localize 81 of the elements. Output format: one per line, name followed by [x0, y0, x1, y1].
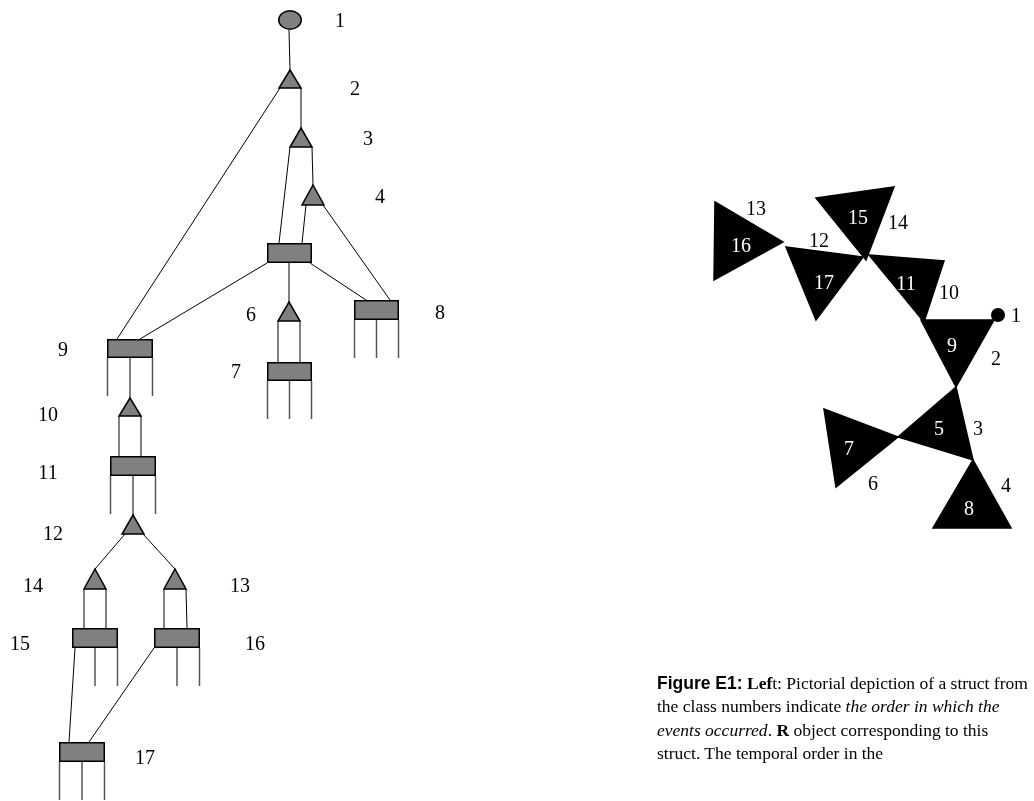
connector-line [139, 262, 268, 340]
triangle-number: 16 [731, 235, 751, 255]
event-triangle [290, 128, 312, 147]
callout-number: 10 [38, 404, 58, 424]
connector-line [300, 87, 302, 129]
event-triangle [278, 302, 300, 321]
connector-line [299, 320, 301, 363]
struct-rectangle [267, 243, 312, 263]
triangle-number: 11 [896, 273, 916, 293]
callout-number: 12 [43, 523, 63, 543]
callout-number: 11 [38, 462, 58, 482]
connector-line [68, 647, 76, 743]
callout-number: 4 [375, 186, 385, 206]
callout-number: 1 [335, 10, 345, 30]
struct-rectangle [72, 628, 118, 686]
callout-number: 3 [363, 128, 373, 148]
connector-line [288, 262, 290, 303]
vertex-number: 13 [746, 198, 766, 218]
connector-line [116, 87, 281, 340]
struct-rectangle [107, 339, 153, 396]
numbered-triangle [933, 460, 1011, 528]
callout-number: 8 [435, 302, 445, 322]
connector-line [142, 533, 176, 570]
connector-line [83, 588, 85, 629]
event-triangle [84, 569, 106, 589]
triangle-number: 8 [964, 498, 974, 518]
triangle-number: 17 [814, 272, 834, 292]
vertex-number: 12 [809, 230, 829, 250]
event-triangle [302, 185, 324, 205]
vertex-number: 10 [939, 282, 959, 302]
connector-line [322, 204, 391, 301]
vertex-number: 2 [991, 348, 1001, 368]
triangle-number: 9 [947, 335, 957, 355]
vertex-number: 4 [1001, 475, 1011, 495]
callout-number: 9 [58, 339, 68, 359]
callout-number: 14 [23, 575, 43, 595]
connector-line [301, 204, 307, 244]
start-ellipse [278, 10, 302, 30]
callout-number: 16 [245, 633, 265, 653]
connector-line [277, 320, 279, 363]
connector-line [105, 588, 107, 629]
struct-rectangle [354, 300, 399, 358]
connector-line [185, 588, 188, 629]
triangle-number: 7 [844, 438, 854, 458]
numbered-triangle [786, 247, 863, 320]
callout-number: 6 [246, 304, 256, 324]
vertex-number: 6 [868, 473, 878, 493]
event-triangle [122, 515, 144, 534]
connector-line [163, 588, 165, 629]
event-triangle [164, 569, 186, 589]
event-triangle [119, 398, 141, 416]
callout-number: 17 [135, 747, 155, 767]
callout-number: 7 [231, 361, 241, 381]
callout-number: 2 [350, 78, 360, 98]
callout-number: 1 [1011, 305, 1021, 325]
vertex-number: 14 [888, 212, 908, 232]
connector-line [129, 357, 131, 399]
numbered-triangle [714, 202, 783, 280]
callout-number: 13 [230, 575, 250, 595]
connector-line [132, 475, 134, 516]
numbered-triangle [898, 387, 973, 460]
connector-line [118, 415, 120, 457]
connector-line [94, 533, 126, 570]
struct-rectangle [110, 456, 156, 514]
vertex-number: 3 [973, 418, 983, 438]
struct-rectangle [154, 628, 200, 686]
connector-line [311, 146, 314, 186]
connector-line [288, 29, 291, 71]
connector-line [140, 415, 142, 457]
triangle-number: 5 [934, 418, 944, 438]
connector-line [309, 262, 367, 301]
struct-rectangle [267, 362, 312, 419]
figure-caption: Figure E1: Left: Pictorial depiction of a struct from the class numbers indicate the order in which the events occurred. R object corresponding to this struct. The temporal order in the [657, 672, 1029, 765]
numbered-triangle [921, 320, 994, 387]
event-triangle [279, 70, 301, 88]
connector-line [88, 647, 155, 743]
triangle-number: 15 [848, 207, 868, 227]
start-dot [991, 308, 1005, 322]
connector-line [278, 146, 291, 244]
callout-number: 15 [10, 633, 30, 653]
struct-rectangle [59, 742, 105, 800]
